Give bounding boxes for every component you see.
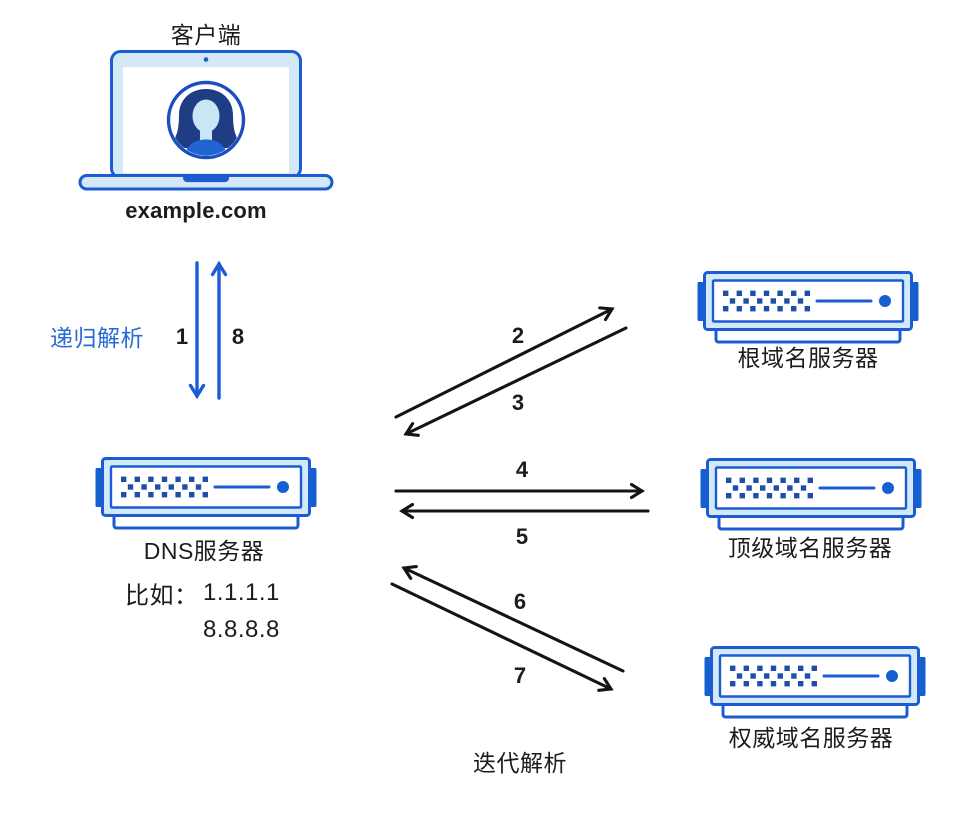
- client-domain: example.com: [125, 198, 267, 223]
- laptop-icon: [78, 50, 334, 191]
- dns-server-label: DNS服务器: [143, 538, 265, 564]
- step-4-number: 4: [515, 457, 529, 482]
- tld-server-label: 顶级域名服务器: [727, 535, 893, 561]
- iterative-resolution-label: 迭代解析: [473, 750, 567, 776]
- step-5-number: 5: [515, 524, 529, 549]
- dns-ip-primary: 1.1.1.1: [203, 579, 280, 606]
- dns-ip-secondary: 8.8.8.8: [203, 616, 280, 643]
- recursive-resolution-label: 递归解析: [50, 325, 144, 351]
- step-1-number: 1: [175, 324, 189, 349]
- dns-server-icon: [95, 457, 317, 535]
- arrow-step-2-to-root: [394, 306, 615, 419]
- root-server-icon: [697, 271, 919, 349]
- step-2-number: 2: [511, 323, 525, 348]
- step-7-number: 7: [513, 663, 527, 688]
- arrow-step-6-from-authoritative: [401, 565, 625, 673]
- step-3-number: 3: [511, 390, 525, 415]
- tld-server-icon: [700, 458, 922, 536]
- arrow-step-7-to-authoritative: [390, 582, 614, 692]
- authoritative-server-icon: [704, 646, 926, 724]
- avatar: [166, 80, 246, 160]
- authoritative-server-label: 权威域名服务器: [728, 725, 894, 751]
- step-6-number: 6: [513, 589, 527, 614]
- client-label: 客户端: [170, 22, 242, 48]
- dns-example-prefix: 比如：: [125, 582, 199, 610]
- root-server-label: 根域名服务器: [737, 345, 879, 371]
- step-8-number: 8: [231, 324, 245, 349]
